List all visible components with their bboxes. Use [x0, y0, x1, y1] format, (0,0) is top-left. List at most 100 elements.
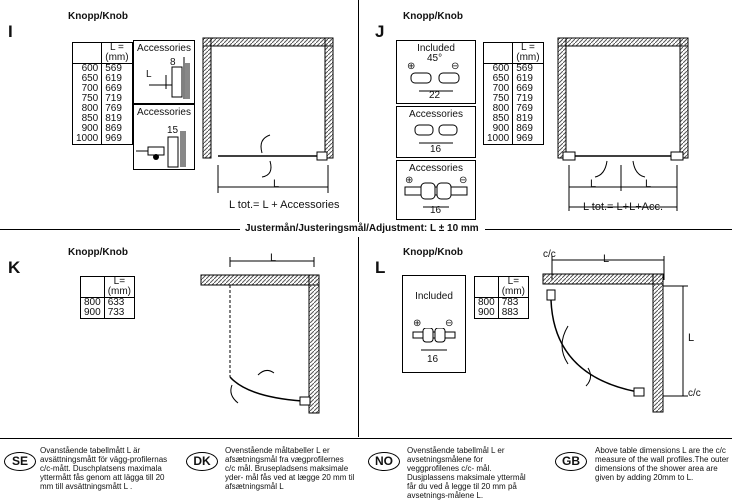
- table-cell: 719: [105, 93, 122, 104]
- table-cell: 650: [483, 74, 514, 84]
- table-cell: 700: [483, 84, 514, 94]
- table-cell: 850: [483, 114, 514, 124]
- panel-l-title: Knopp/Knob: [403, 247, 463, 258]
- panel-k-letter: K: [8, 258, 21, 277]
- note-se: Ovanstående tabellmått L är avsättningsm…: [40, 446, 168, 491]
- table-cell: 969: [516, 133, 533, 144]
- angle-45: 45°: [427, 53, 443, 64]
- panel-l-cc1: c/c: [543, 249, 556, 260]
- panel-i-formula: L tot.= L + Accessories: [229, 199, 340, 211]
- panel-i-drawing: [202, 37, 334, 193]
- lang-gb: GB: [555, 452, 587, 471]
- col-header-l: L =: [110, 42, 124, 53]
- panel-l-drawing: [542, 256, 688, 413]
- table-cell: 850: [72, 114, 103, 124]
- divider-adjustment: [0, 229, 240, 230]
- accessories-j-box-1: Accessories 16: [396, 106, 476, 158]
- accessories-box-2: Accessories 15: [133, 104, 195, 170]
- accessories-box-1: Accessories 8 L: [133, 40, 195, 104]
- panel-j-dim-l2: L: [645, 178, 652, 190]
- table-cell: 969: [105, 133, 122, 144]
- lang-se: SE: [4, 452, 36, 471]
- table-cell: 650: [72, 74, 103, 84]
- included-label: Included: [415, 291, 453, 302]
- panel-l-cc2: c/c: [688, 388, 701, 399]
- included-label: Included: [417, 43, 455, 54]
- dim-8: 8: [170, 57, 176, 68]
- table-cell: 750: [72, 94, 103, 104]
- included-l-box: Included ⊕ ⊖ 16: [402, 275, 466, 373]
- table-cell: 900: [72, 124, 103, 134]
- table-cell: 800: [72, 104, 103, 114]
- plus-icon: ⊕: [405, 175, 414, 186]
- col-header-l: L=: [507, 276, 520, 287]
- hinge-connector-icon: [412, 328, 456, 351]
- dim-l-small: L: [146, 69, 152, 80]
- table-cell: 869: [105, 123, 122, 134]
- accessories-label: Accessories: [137, 43, 191, 54]
- table-cell: 900: [80, 308, 105, 319]
- table-cell: 569: [105, 63, 122, 74]
- table-cell: 800: [483, 104, 514, 114]
- table-cell: 800: [80, 297, 105, 308]
- dim-15: 15: [167, 125, 179, 136]
- table-cell: 1000: [72, 134, 103, 145]
- table-cell: 800: [474, 297, 499, 308]
- panel-l-dim-l: L: [603, 253, 610, 265]
- table-cell: 569: [516, 63, 533, 74]
- table-cell: 1000: [483, 134, 514, 145]
- accessory-profile-large: [136, 131, 186, 168]
- col-header-unit: (mm): [501, 286, 526, 297]
- panel-j-letter: J: [375, 22, 385, 41]
- note-no: Ovenstående tabellmål L er avsetningsmål…: [407, 446, 526, 500]
- table-cell: 600: [72, 63, 103, 74]
- table-cell: 700: [72, 84, 103, 94]
- table-cell: 819: [516, 113, 533, 124]
- vertical-divider-bottom: [358, 237, 359, 437]
- accessory-connector-icon: [414, 124, 458, 144]
- panel-j-title: Knopp/Knob: [403, 11, 463, 22]
- panel-k-drawing: [200, 257, 320, 414]
- table-cell: 619: [105, 73, 122, 84]
- table-cell: 669: [105, 83, 122, 94]
- minus-icon: ⊖: [445, 318, 454, 329]
- dim-22: 22: [429, 90, 441, 101]
- dim-16b: 16: [430, 205, 442, 216]
- divider-adjustment-right: [485, 229, 732, 230]
- panel-i-dim-l: L: [273, 178, 280, 190]
- table-cell: 719: [516, 93, 533, 104]
- table-cell: 819: [105, 113, 122, 124]
- table-cell: 633: [107, 297, 125, 308]
- col-header-unit: (mm): [107, 286, 132, 297]
- panel-j-formula: L tot.= L+L+Acc.: [583, 201, 664, 213]
- col-header-unit: (mm): [516, 52, 540, 63]
- included-box: Included 45° ⊕ ⊖ 22: [396, 40, 476, 104]
- panel-l-letter: L: [375, 258, 386, 277]
- panel-j-dim-l1: L: [590, 178, 597, 190]
- table-cell: 769: [105, 103, 122, 114]
- panel-k-dim-l: L: [270, 252, 277, 264]
- panel-j-drawing: [557, 37, 689, 211]
- table-cell: 869: [516, 123, 533, 134]
- table-cell: 600: [483, 63, 514, 74]
- accessory-profile-small: [149, 57, 190, 99]
- lang-dk: DK: [186, 452, 218, 471]
- table-cell: 783: [501, 297, 519, 308]
- divider-notes: [0, 438, 732, 439]
- minus-icon: ⊖: [459, 175, 468, 186]
- accessories-label: Accessories: [409, 109, 463, 120]
- lang-no: NO: [368, 452, 400, 471]
- col-header-l: L =: [521, 42, 535, 53]
- table-cell: 769: [516, 103, 533, 114]
- panel-i-title: Knopp/Knob: [68, 11, 128, 22]
- note-dk: Ovenstående måltabeller L er afsætningsm…: [225, 446, 355, 491]
- table-cell: 619: [516, 73, 533, 84]
- plus-icon: ⊕: [413, 318, 422, 329]
- table-cell: 733: [107, 307, 125, 318]
- table-cell: 883: [501, 307, 519, 318]
- vertical-divider-top: [358, 0, 359, 222]
